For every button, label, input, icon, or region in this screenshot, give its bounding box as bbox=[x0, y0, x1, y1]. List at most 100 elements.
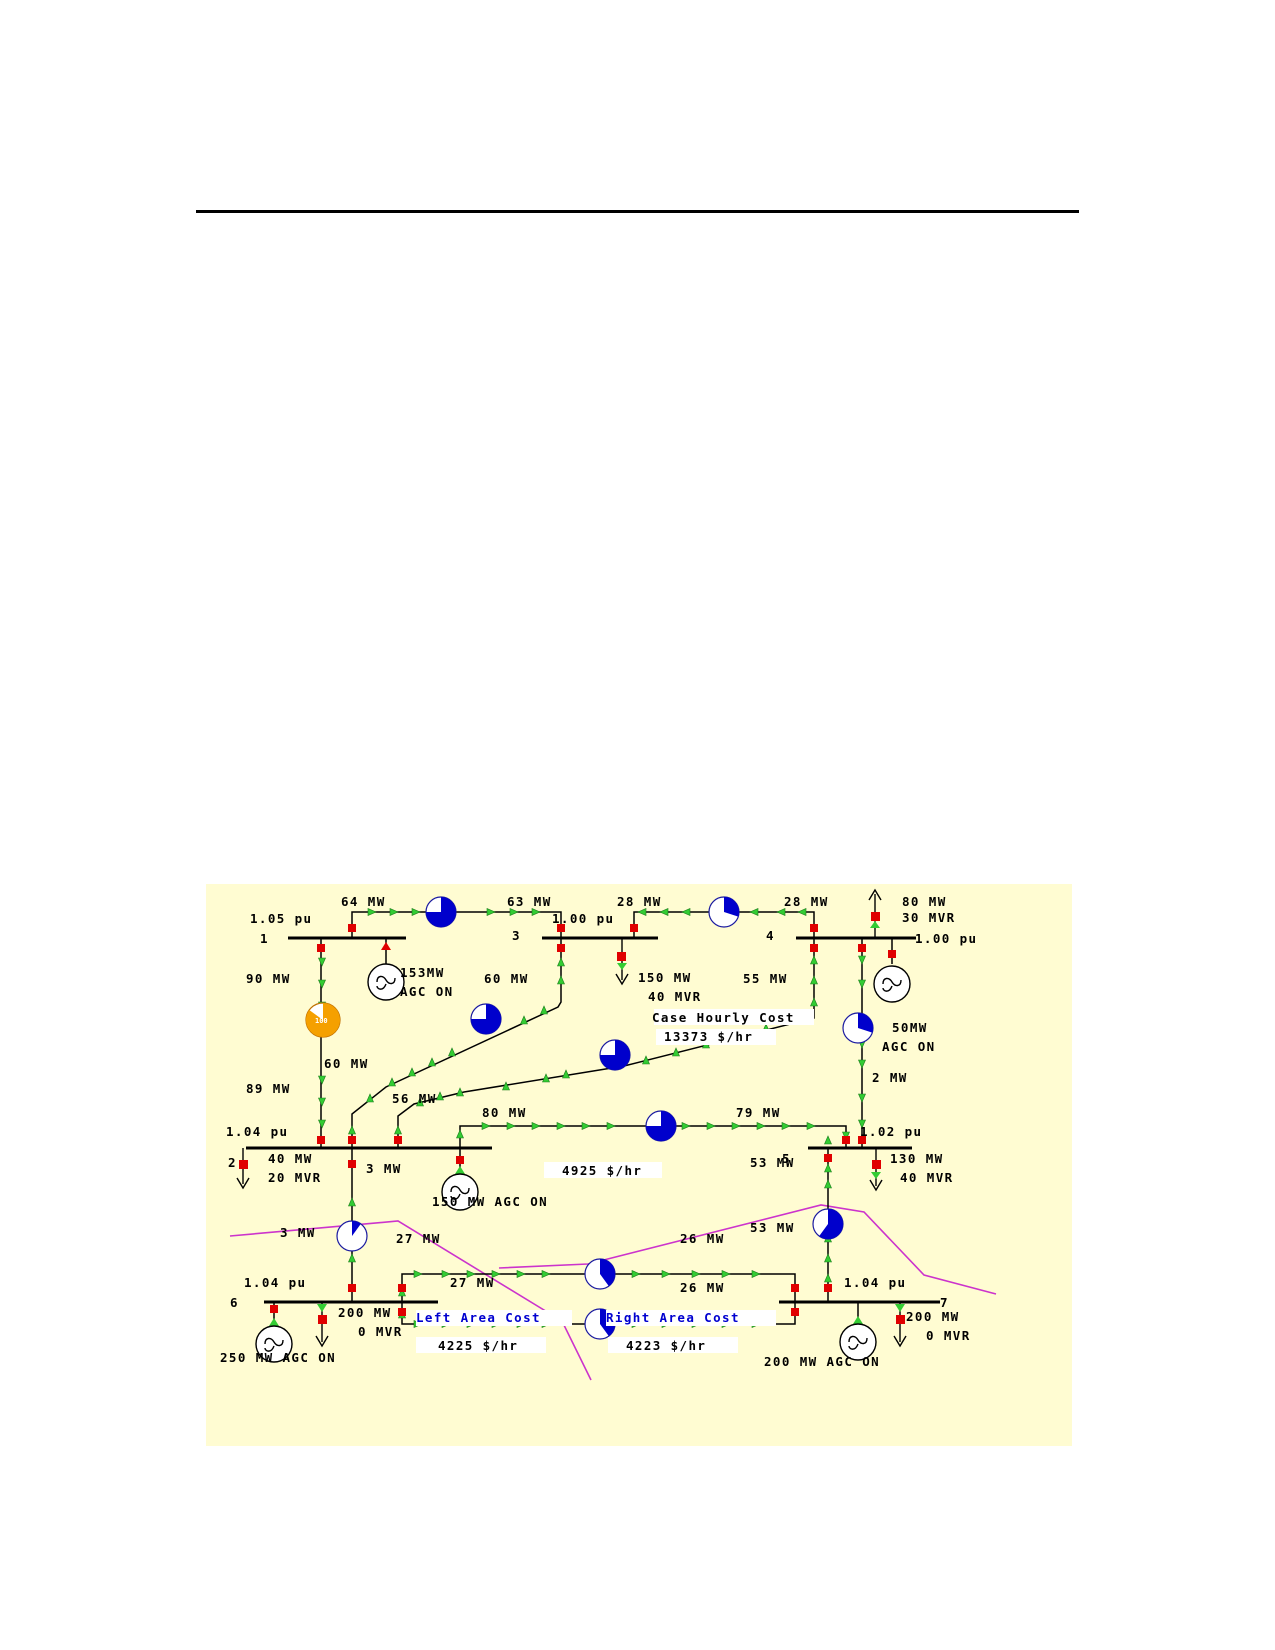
flow-3-4-from: 28 MW bbox=[617, 894, 662, 909]
flow-arrow bbox=[824, 1253, 832, 1263]
bus-2-number: 2 bbox=[228, 1155, 237, 1170]
flow-arrow bbox=[824, 1135, 832, 1145]
flow-arrow bbox=[389, 908, 399, 916]
loading-pie-l57 bbox=[812, 1208, 844, 1240]
flow-arrow bbox=[562, 1069, 570, 1079]
load-2 bbox=[236, 1148, 250, 1190]
loads bbox=[236, 888, 907, 1348]
flow-arrow bbox=[318, 957, 326, 967]
gen-4-agc: AGC ON bbox=[882, 1039, 936, 1054]
cost-boxes bbox=[416, 1009, 814, 1353]
flow-arrow bbox=[642, 1055, 650, 1065]
gen-4-mw: 50MW bbox=[892, 1020, 928, 1035]
flow-arrow bbox=[581, 1122, 591, 1130]
bus-6-number: 6 bbox=[230, 1295, 239, 1310]
flow-arrow bbox=[721, 1270, 731, 1278]
flow-arrow bbox=[858, 955, 866, 965]
flow-arrow bbox=[416, 1097, 424, 1107]
bus-4-voltage: 1.00 pu bbox=[915, 931, 977, 946]
case-cost-label: Case Hourly Cost bbox=[652, 1010, 795, 1025]
bus-7-voltage: 1.04 pu bbox=[844, 1275, 906, 1290]
load-6-mvr: 0 MVR bbox=[358, 1324, 403, 1339]
load-5 bbox=[869, 1148, 883, 1192]
flow-arrow bbox=[672, 1047, 680, 1057]
middle-cost-value: 4925 $/hr bbox=[562, 1163, 642, 1178]
generator-1 bbox=[367, 942, 405, 1001]
load-4-mvr: 30 MVR bbox=[902, 910, 956, 925]
flow-arrow bbox=[659, 908, 669, 916]
flow-arrow bbox=[631, 1270, 641, 1278]
load-7-mw: 200 MW bbox=[906, 1309, 960, 1324]
bus-1-voltage: 1.05 pu bbox=[250, 911, 312, 926]
load-4-mw: 80 MW bbox=[902, 894, 947, 909]
gen-1-mw: 153MW bbox=[400, 965, 445, 980]
flow-arrow bbox=[858, 1093, 866, 1103]
flow-2-6-from: 3 MW bbox=[366, 1161, 402, 1176]
flow-6-7-b-to: 26 MW bbox=[680, 1280, 725, 1295]
load-4 bbox=[868, 888, 882, 938]
breakers bbox=[317, 924, 866, 1316]
flow-4-5: 2 MW bbox=[872, 1070, 908, 1085]
flow-arrow bbox=[691, 1270, 701, 1278]
load-6 bbox=[315, 1302, 329, 1348]
flow-1-3-to: 63 MW bbox=[507, 894, 552, 909]
load-7-mvr: 0 MVR bbox=[926, 1328, 971, 1343]
flow-arrow bbox=[448, 1047, 456, 1057]
generator-4 bbox=[873, 950, 911, 1003]
flow-arrow bbox=[824, 1179, 832, 1189]
buses bbox=[246, 936, 940, 1304]
bus-1-number: 1 bbox=[260, 931, 269, 946]
flow-arrow bbox=[749, 908, 759, 916]
loading-pie-l25 bbox=[645, 1110, 677, 1142]
flow-5-7-from: 53 MW bbox=[750, 1155, 795, 1170]
flow-arrow bbox=[509, 908, 519, 916]
bus-2-voltage: 1.04 pu bbox=[226, 1124, 288, 1139]
flow-arrow bbox=[481, 1122, 491, 1130]
generator-6 bbox=[255, 1305, 293, 1363]
flow-arrow bbox=[557, 975, 565, 985]
flow-arrow bbox=[491, 1270, 501, 1278]
flow-1-3-from: 64 MW bbox=[341, 894, 386, 909]
flow-arrow bbox=[781, 1122, 791, 1130]
generator-7 bbox=[839, 1316, 877, 1361]
flow-arrow bbox=[540, 1005, 548, 1015]
flow-arrow bbox=[637, 908, 647, 916]
gen-2-text: 150 MW AGC ON bbox=[432, 1194, 548, 1209]
flow-6-7-a-to: 26 MW bbox=[680, 1231, 725, 1246]
flow-arrow bbox=[797, 908, 807, 916]
line-loading-pies: 100 bbox=[305, 896, 874, 1340]
load-7 bbox=[893, 1302, 907, 1348]
loading-pie-l12: 100 bbox=[305, 1002, 341, 1038]
flow-arrow bbox=[411, 908, 421, 916]
flow-arrow bbox=[806, 1122, 816, 1130]
flow-arrow bbox=[858, 979, 866, 989]
flow-arrow bbox=[557, 957, 565, 967]
bus-3-voltage: 1.00 pu bbox=[552, 911, 614, 926]
flow-arrow bbox=[348, 1197, 356, 1207]
flow-2-4-to: 55 MW bbox=[743, 971, 788, 986]
flow-arrow bbox=[810, 955, 818, 965]
labels: 1 1.05 pu 2 1.04 pu 3 1.00 pu 4 1.00 pu … bbox=[220, 894, 977, 1369]
flow-2-5-to: 79 MW bbox=[736, 1105, 781, 1120]
flow-5-7-to: 53 MW bbox=[750, 1220, 795, 1235]
flow-arrow bbox=[520, 1015, 528, 1025]
flow-arrow bbox=[486, 908, 496, 916]
flow-arrow bbox=[366, 1093, 374, 1103]
flow-arrow bbox=[367, 908, 377, 916]
flow-arrow bbox=[756, 1122, 766, 1130]
loading-pie-l24 bbox=[599, 1039, 631, 1071]
generators bbox=[255, 942, 911, 1363]
overload-percent: 100 bbox=[315, 1017, 328, 1025]
flow-3-4-to: 28 MW bbox=[784, 894, 829, 909]
flow-arrow bbox=[731, 1122, 741, 1130]
right-area-cost-label: Right Area Cost bbox=[606, 1310, 740, 1325]
bus-5-voltage: 1.02 pu bbox=[860, 1124, 922, 1139]
flow-arrow bbox=[681, 1122, 691, 1130]
generator-2 bbox=[441, 1156, 479, 1211]
left-area-cost-label: Left Area Cost bbox=[416, 1310, 541, 1325]
flow-arrow bbox=[408, 1067, 416, 1077]
loading-pie-l13 bbox=[425, 896, 457, 928]
flow-1-2-to: 89 MW bbox=[246, 1081, 291, 1096]
flow-1-2-from: 90 MW bbox=[246, 971, 291, 986]
bus-5-number: 5 bbox=[782, 1151, 791, 1166]
